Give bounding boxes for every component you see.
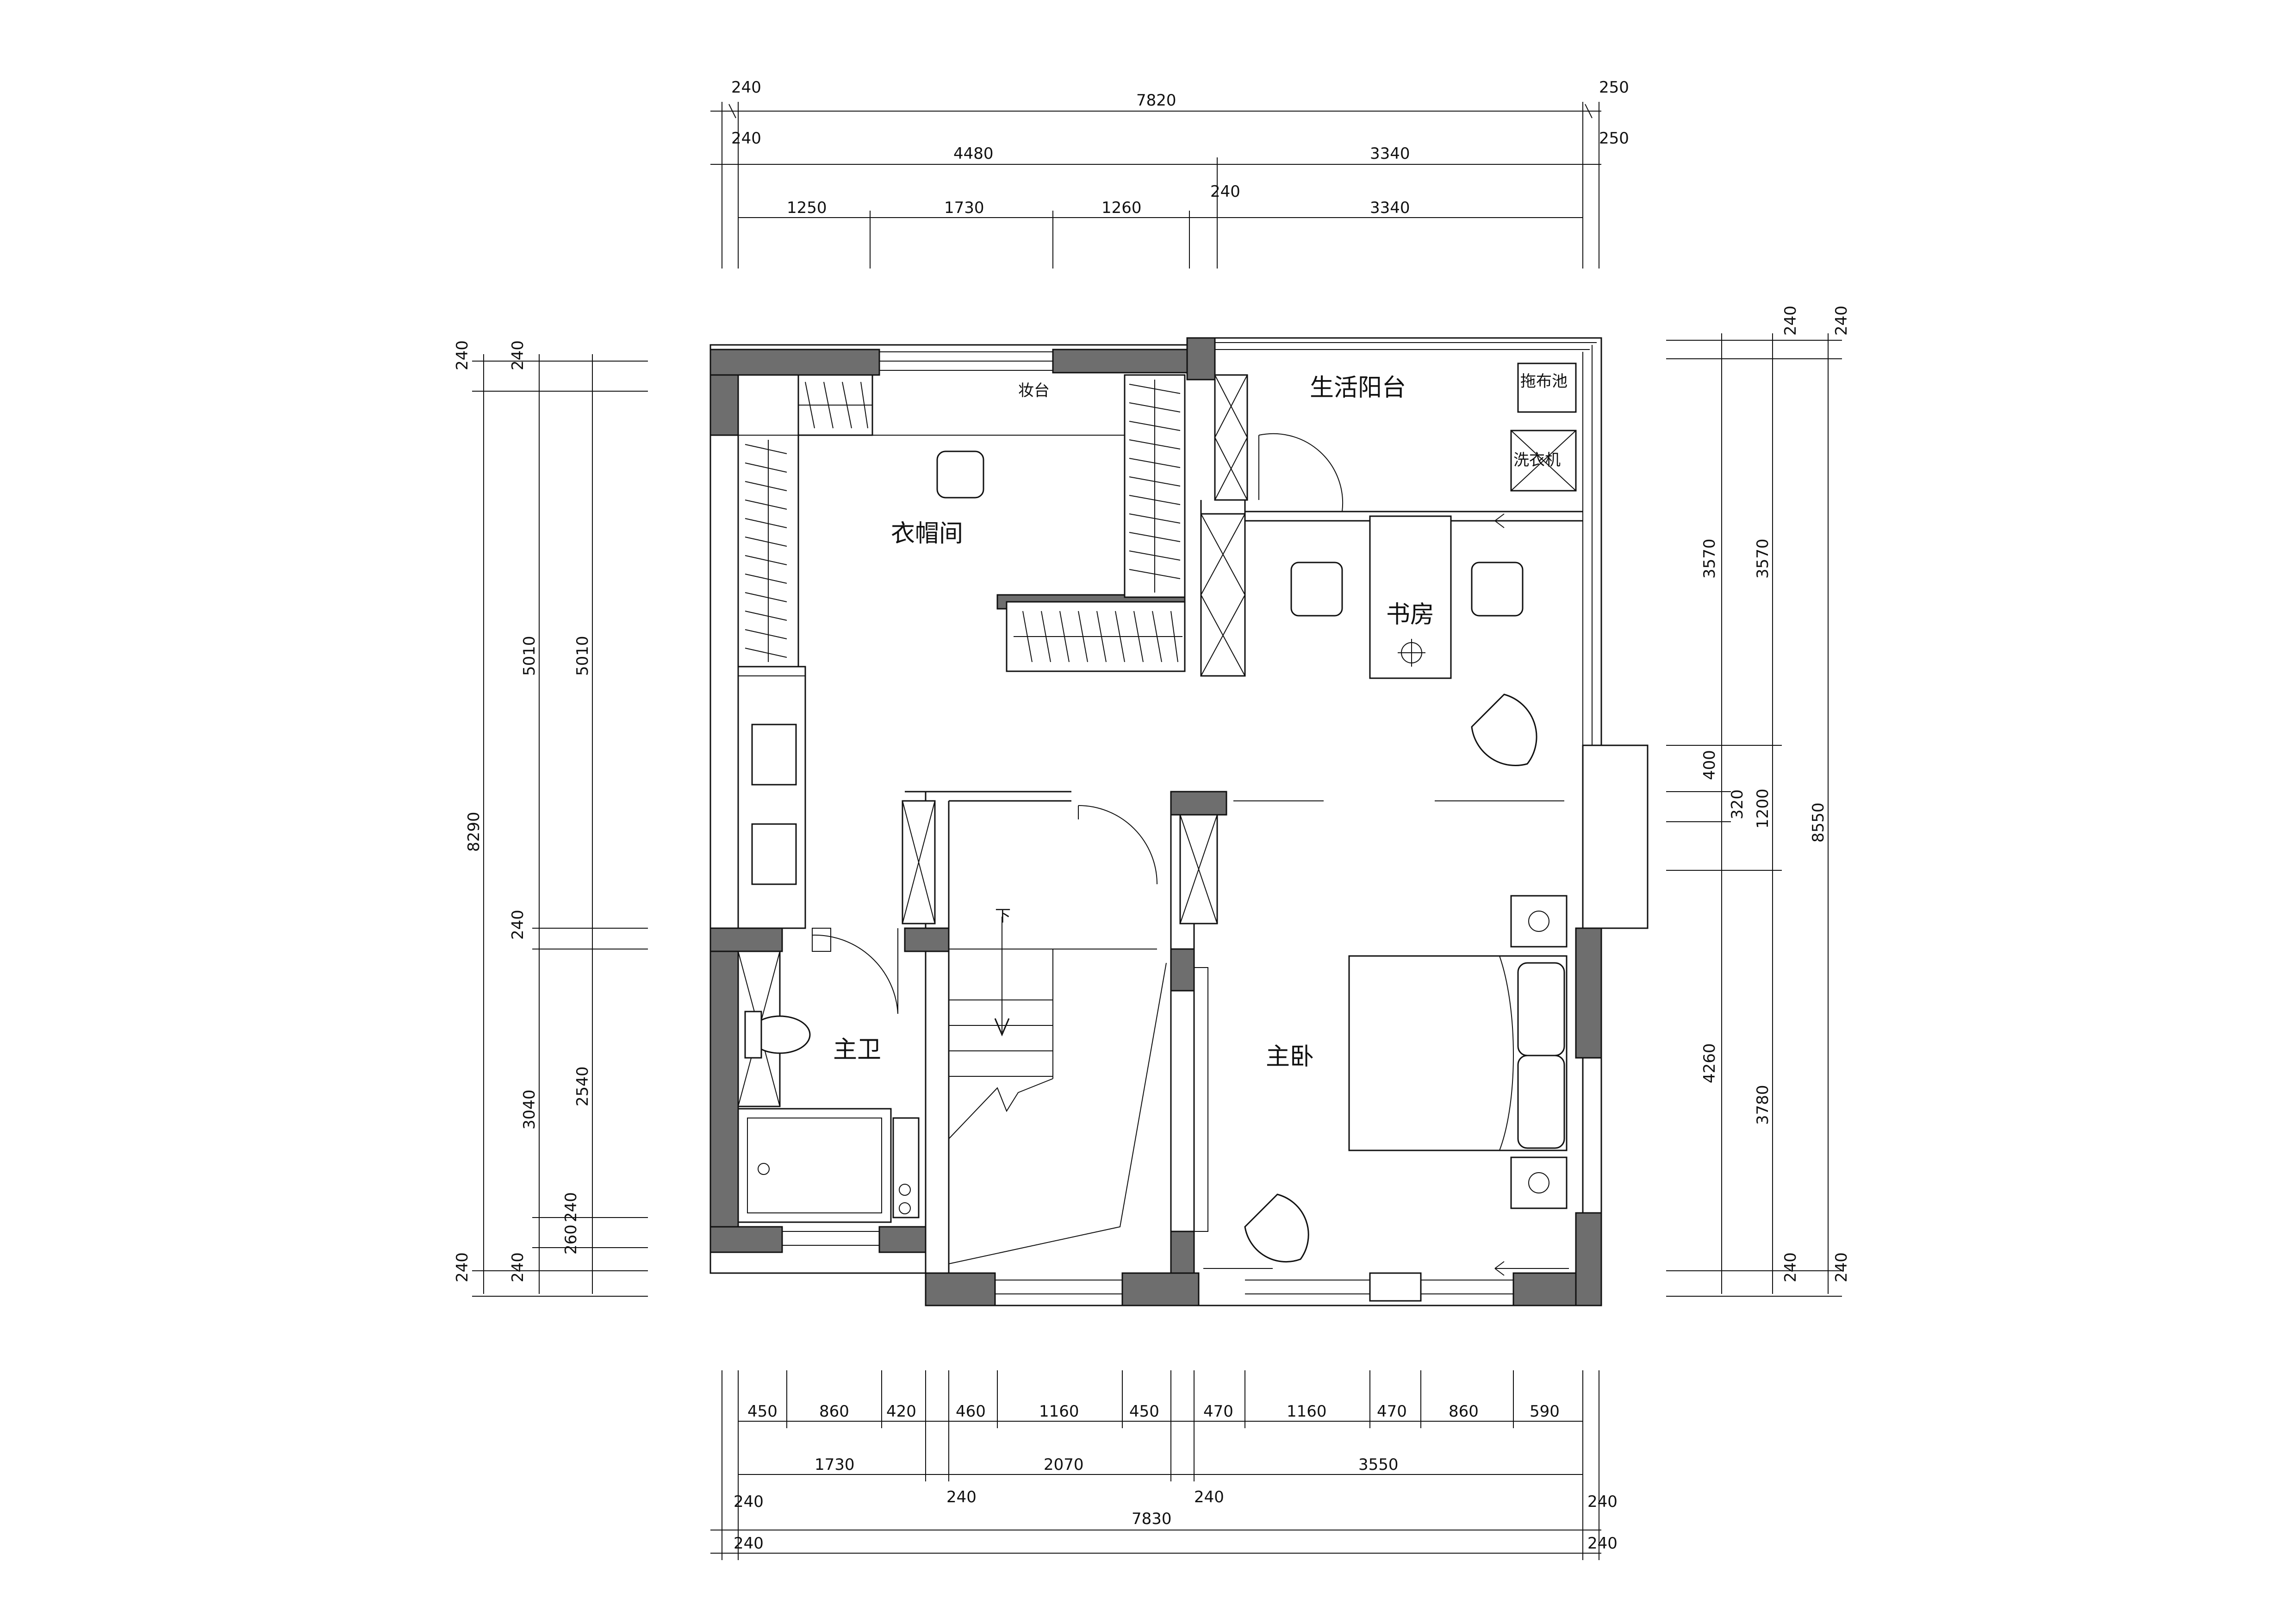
dim-top-3-b: 1730 — [944, 199, 984, 217]
left-dimensions: 240 8290 240 240 5010 240 3040 240 5010 … — [453, 340, 648, 1297]
balcony-room: 生活阳台 拖布池 洗衣机 — [1214, 362, 1577, 512]
dim-bot-1-b: 860 — [819, 1402, 849, 1421]
dim-top-1-c: 250 — [1599, 78, 1629, 97]
label-mop-sink: 拖布池 — [1520, 372, 1568, 391]
dim-top-2-a: 240 — [731, 129, 761, 148]
bottom-dimensions: 450 860 420 460 1160 450 470 1160 470 86… — [710, 1370, 1618, 1560]
dim-top-3-d: 240 — [1210, 182, 1240, 201]
dim-bot-1-g: 470 — [1203, 1402, 1233, 1421]
dim-left-outer-b: 8290 — [465, 812, 483, 852]
drain-icon — [758, 1163, 770, 1175]
dim-top-2-b: 4480 — [953, 144, 994, 163]
dim-right-inner-c: 400 — [1700, 750, 1719, 780]
dim-bot-2-b: 240 — [946, 1488, 977, 1506]
dim-bot-4-b: 240 — [1587, 1534, 1618, 1553]
dim-top-1-a: 240 — [731, 78, 761, 97]
dim-bot-3-c: 240 — [1587, 1493, 1618, 1511]
label-master-bath: 主卫 — [833, 1036, 881, 1064]
dim-left-inner-d: 240 — [562, 1192, 580, 1222]
dim-bot-4-a: 240 — [734, 1534, 764, 1553]
armchair-icon — [1244, 1193, 1309, 1263]
dim-right-outer-b: 8550 — [1809, 802, 1828, 843]
stool-icon — [936, 450, 984, 499]
dim-right-inner-f: 240 — [1781, 1252, 1800, 1282]
dim-left-mid-a: 240 — [509, 340, 527, 370]
label-dresser: 妆台 — [1018, 381, 1050, 400]
dim-bot-2-c: 2070 — [1044, 1455, 1084, 1474]
dim-bot-2-a: 1730 — [815, 1455, 855, 1474]
dim-left-inner-c: 260 — [562, 1224, 580, 1255]
dim-right-mid-a: 240 — [1832, 306, 1851, 336]
master-bedroom: 主卧 — [1179, 800, 1569, 1276]
study-room: 书房 — [1200, 513, 1569, 767]
dim-bot-2-e: 3550 — [1358, 1455, 1399, 1474]
chair-icon — [1290, 562, 1343, 617]
label-master-bedroom: 主卧 — [1266, 1043, 1314, 1071]
dim-top-3-e: 3340 — [1370, 199, 1410, 217]
basin-icon — [751, 724, 797, 786]
right-dimensions: 240 3570 400 320 4260 240 240 3570 1200 … — [1666, 306, 1851, 1297]
dim-left-outer-a: 240 — [453, 340, 472, 370]
mop-sink-icon — [1517, 362, 1577, 413]
dim-left-inner-b: 2540 — [573, 1066, 592, 1106]
hanger-rail-bottom — [1014, 611, 1182, 662]
dim-bot-1-j: 860 — [1449, 1402, 1479, 1421]
dim-bot-2-d: 240 — [1194, 1488, 1224, 1506]
dim-bot-1-f: 450 — [1129, 1402, 1159, 1421]
hanger-rail-right — [1129, 380, 1181, 593]
dim-right-mid-c: 1200 — [1754, 788, 1772, 829]
dim-right-inner-e: 4260 — [1700, 1043, 1719, 1083]
dim-left-mid-d: 3040 — [520, 1089, 539, 1130]
dim-bot-3-a: 240 — [734, 1493, 764, 1511]
dim-top-3-a: 1250 — [787, 199, 827, 217]
wardrobe-room: 衣帽间 妆台 — [737, 374, 1186, 929]
dim-left-mid-e: 240 — [509, 1252, 527, 1282]
label-balcony: 生活阳台 — [1310, 374, 1406, 402]
dim-bot-1-a: 450 — [747, 1402, 778, 1421]
dim-right-inner-b: 3570 — [1700, 538, 1719, 579]
walls — [709, 337, 1649, 1306]
dim-top-2-c: 3340 — [1370, 144, 1410, 163]
dim-bot-1-i: 470 — [1377, 1402, 1407, 1421]
dim-bot-1-c: 420 — [886, 1402, 916, 1421]
dim-bot-1-k: 590 — [1530, 1402, 1560, 1421]
basin-icon — [751, 823, 797, 885]
dim-bot-3-b: 7830 — [1132, 1510, 1172, 1528]
hanger-rail-top — [798, 381, 872, 429]
staircase: 下 — [902, 800, 1167, 1264]
chair-icon — [1471, 562, 1524, 617]
dim-bot-1-d: 460 — [956, 1402, 986, 1421]
label-stair-down: 下 — [995, 907, 1011, 925]
dim-left-mid-b: 5010 — [520, 636, 539, 676]
bathtub-icon — [737, 1108, 892, 1223]
dim-left-inner-a: 5010 — [573, 636, 592, 676]
dim-top-1-b: 7820 — [1136, 91, 1176, 110]
nightstand-icon — [1510, 1156, 1568, 1209]
label-washer: 洗衣机 — [1513, 451, 1561, 469]
label-wardrobe: 衣帽间 — [891, 520, 963, 548]
dim-right-mid-d: 3780 — [1754, 1085, 1772, 1125]
arrow-down-icon — [994, 1018, 1010, 1037]
study-desk — [1369, 515, 1452, 679]
dim-bot-1-e: 1160 — [1039, 1402, 1079, 1421]
dim-top-3-c: 1260 — [1101, 199, 1142, 217]
dim-bot-1-h: 1160 — [1287, 1402, 1327, 1421]
dim-right-mid-e: 240 — [1832, 1252, 1851, 1282]
hanger-rail-left — [745, 440, 787, 662]
armchair-icon — [1471, 693, 1537, 767]
nightstand-icon — [1510, 895, 1568, 948]
dim-left-outer-c: 240 — [453, 1252, 472, 1282]
dim-right-mid-b: 3570 — [1754, 538, 1772, 579]
dim-right-inner-d: 320 — [1728, 789, 1747, 819]
top-dimensions: 240 7820 250 240 4480 3340 250 1250 1730… — [710, 78, 1629, 269]
dim-right-inner-a: 240 — [1781, 306, 1800, 336]
label-study: 书房 — [1386, 601, 1434, 629]
master-bath: 主卫 — [737, 928, 920, 1223]
dim-left-mid-c: 240 — [509, 910, 527, 940]
dim-top-2-d: 250 — [1599, 129, 1629, 148]
